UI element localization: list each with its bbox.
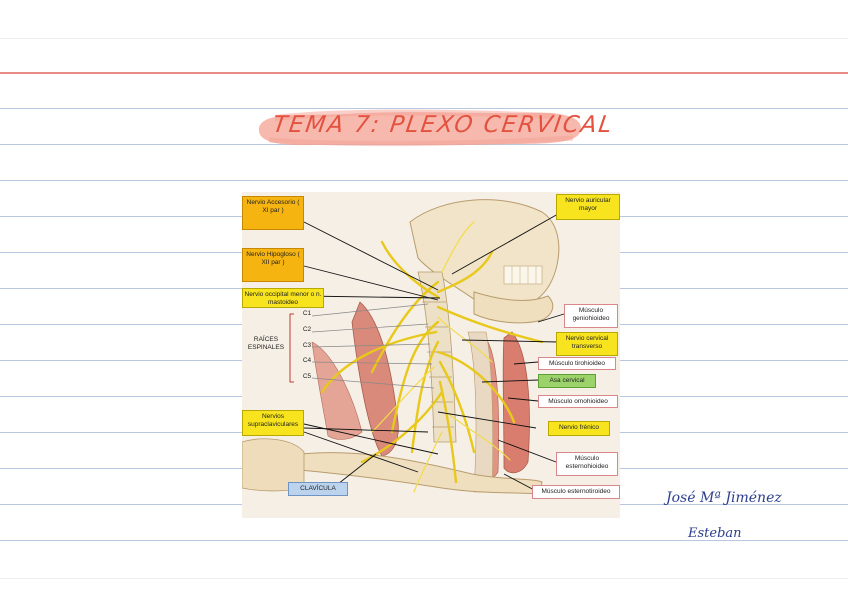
label-c4: C4 xyxy=(302,357,312,364)
label-c3: C3 xyxy=(302,342,312,349)
signature-surname: Esteban xyxy=(688,526,742,541)
title-highlight xyxy=(258,109,581,147)
page-title: TEMA 7: PLEXO CERVICAL xyxy=(271,112,616,138)
label-musculo-geniohioideo: Músculo geniohioideo xyxy=(564,304,618,328)
cervical-plexus-diagram: Nervio Accesorio ( XI par ) Nervio Hipog… xyxy=(242,192,620,518)
ruled-line xyxy=(0,540,848,541)
label-musculo-omohioideo: Músculo omohioideo xyxy=(538,395,618,408)
red-margin-line xyxy=(0,72,848,74)
label-c5: C5 xyxy=(302,373,312,380)
label-musculo-esternohioideo: Músculo esternohioideo xyxy=(556,452,618,476)
label-asa-cervical: Asa cervical xyxy=(538,374,596,388)
label-nervio-auricular-mayor: Nervio auricular mayor xyxy=(556,194,620,220)
label-nervio-accesorio: Nervio Accesorio ( XI par ) xyxy=(242,196,304,230)
label-clavicula: CLAVÍCULA xyxy=(288,482,348,496)
title-block: TEMA 7: PLEXO CERVICAL xyxy=(255,104,616,152)
label-nervios-supraclaviculares: Nervios supraclaviculares xyxy=(242,410,304,436)
label-c1: C1 xyxy=(302,310,312,317)
ruled-line xyxy=(0,180,848,181)
label-nervio-cervical-transverso: Nervio cervical transverso xyxy=(556,332,618,356)
label-nervio-occipital-menor: Nervio occipital menor o n. mastoideo xyxy=(242,288,324,308)
label-musculo-tirohioideo: Músculo tirohioideo xyxy=(538,357,616,370)
label-c2: C2 xyxy=(302,326,312,333)
label-raices-espinales: RAÍCES ESPINALES xyxy=(247,336,285,351)
signature-name: José Mª Jiménez xyxy=(666,490,782,506)
label-nervio-hipogloso: Nervio Hipogloso ( XII par ) xyxy=(242,248,304,282)
label-nervio-frenico: Nervio frénico xyxy=(548,421,610,436)
faint-top-line xyxy=(0,38,848,39)
ruled-line xyxy=(0,108,848,109)
faint-bottom-line xyxy=(0,578,848,579)
label-musculo-esternotiroideo: Músculo esternotiroideo xyxy=(532,485,620,499)
